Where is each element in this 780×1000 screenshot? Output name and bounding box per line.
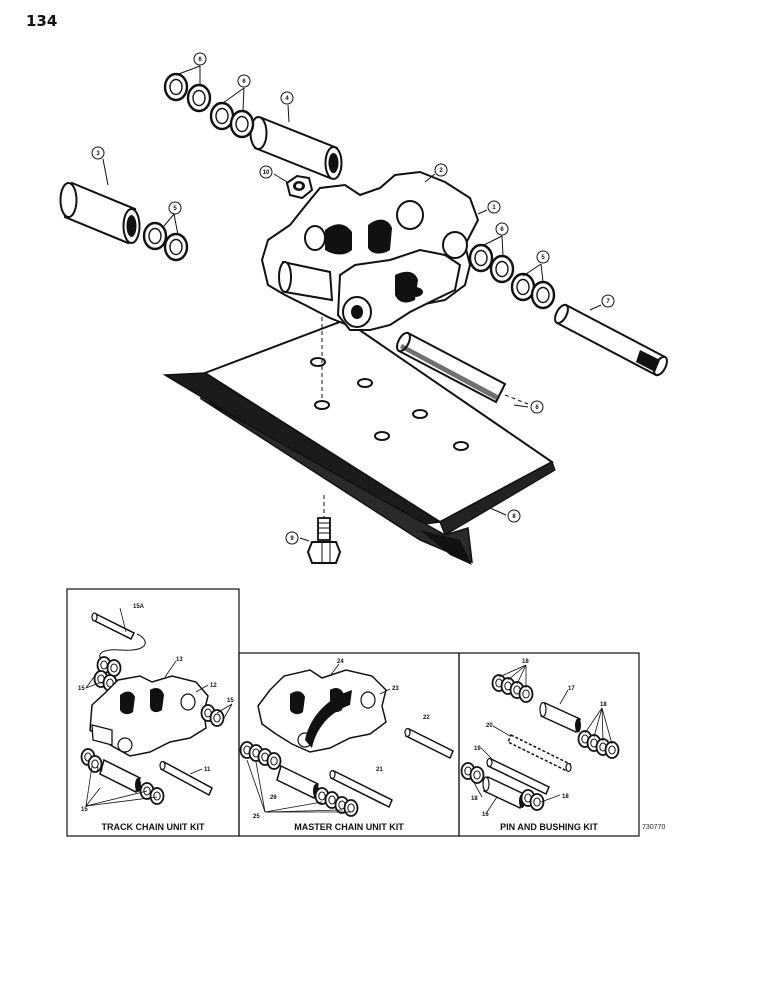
callout-bubble xyxy=(601,294,615,308)
label-15: 15 xyxy=(227,698,234,704)
label-22: 22 xyxy=(423,715,430,721)
track-chain-unit-kit: 15A 13 12 15 15 14 11 15 TRACK CHAIN UNI… xyxy=(78,604,234,832)
label-26: 26 xyxy=(270,795,277,801)
label-24: 24 xyxy=(337,659,344,665)
label-21: 21 xyxy=(376,767,383,773)
bushing-icon xyxy=(249,116,343,180)
master-chain-unit-kit: 24 23 22 21 26 25 MASTER CHAIN UNIT KIT xyxy=(239,659,454,832)
kit-panels xyxy=(66,588,640,837)
drawing-code: 730770 xyxy=(642,824,666,831)
washer-icon xyxy=(510,272,536,302)
label-13: 13 xyxy=(176,657,183,663)
label-15: 15 xyxy=(78,686,85,692)
callout-10: 10 xyxy=(263,170,270,176)
shoe-bolt-hole xyxy=(310,357,326,367)
pin-bushing-kit-title: PIN AND BUSHING KIT xyxy=(500,822,598,832)
callout-9: 9 xyxy=(290,536,294,542)
label-18: 18 xyxy=(562,794,569,800)
label-18: 18 xyxy=(600,702,607,708)
callout-1: 1 xyxy=(492,205,496,211)
master-chain-kit-title: MASTER CHAIN UNIT KIT xyxy=(294,822,404,832)
washer-icon xyxy=(229,109,255,139)
washer-icon xyxy=(489,254,515,284)
callout-5: 5 xyxy=(173,206,177,212)
callout-bubble xyxy=(434,163,448,177)
nut-icon xyxy=(285,174,314,200)
callout-6: 6 xyxy=(242,79,246,85)
callout-bubble xyxy=(237,74,251,88)
shoe-bolt-hole xyxy=(412,409,428,419)
washer-icon xyxy=(209,101,235,131)
label-25: 25 xyxy=(253,814,260,820)
label-16: 16 xyxy=(482,812,489,818)
label-14: 14 xyxy=(96,767,103,773)
label-15: 15 xyxy=(81,807,88,813)
callout-bubble xyxy=(280,91,294,105)
callout-bubble xyxy=(507,509,521,523)
label-12: 12 xyxy=(210,683,217,689)
callout-bubble xyxy=(193,52,207,66)
callout-bubble xyxy=(285,531,299,545)
washer-icon xyxy=(530,280,556,310)
shoe-bolt-hole xyxy=(453,441,469,451)
shoe-bolt-hole xyxy=(357,378,373,388)
pin-icon xyxy=(554,303,668,377)
washer-icon xyxy=(163,232,189,262)
callout-6: 6 xyxy=(535,405,539,411)
label-11: 11 xyxy=(204,767,211,773)
washer-icon xyxy=(142,221,168,251)
pin-icon xyxy=(396,331,507,404)
washer-icon xyxy=(186,83,212,113)
callout-bubble xyxy=(495,222,509,236)
callout-bubble xyxy=(487,200,501,214)
callout-bubble xyxy=(91,146,105,160)
washer-icon xyxy=(468,243,494,273)
callout-5: 5 xyxy=(541,255,545,261)
callout-bubble xyxy=(168,201,182,215)
label-23: 23 xyxy=(392,686,399,692)
washer-icon xyxy=(163,72,189,102)
label-18: 18 xyxy=(522,659,529,665)
callout-3: 3 xyxy=(96,151,100,157)
label-15a: 15A xyxy=(133,604,145,610)
label-18: 18 xyxy=(471,796,478,802)
label-17: 17 xyxy=(568,686,575,692)
callout-6: 6 xyxy=(198,57,202,63)
callout-bubble xyxy=(530,400,544,414)
track-shoe xyxy=(162,318,556,565)
page-number: 134 xyxy=(26,12,58,30)
bolt-icon xyxy=(306,517,342,564)
label-20: 20 xyxy=(486,723,493,729)
label-19: 19 xyxy=(474,746,481,752)
bushing-icon xyxy=(59,181,141,245)
callout-8: 8 xyxy=(512,514,516,520)
track-link-assembly xyxy=(260,170,480,331)
callout-2: 2 xyxy=(439,168,443,174)
callout-bubble xyxy=(536,250,550,264)
callout-6: 6 xyxy=(500,227,504,233)
shoe-bolt-hole xyxy=(374,431,390,441)
shoe-bolt-hole xyxy=(314,400,330,410)
callout-bubble xyxy=(259,165,273,179)
callout-7: 7 xyxy=(606,299,610,305)
pin-and-bushing-kit: 18 17 18 20 19 18 18 16 PIN AND BUSHING … xyxy=(460,659,620,832)
callout-4: 4 xyxy=(285,96,289,102)
track-chain-kit-title: TRACK CHAIN UNIT KIT xyxy=(102,822,205,832)
